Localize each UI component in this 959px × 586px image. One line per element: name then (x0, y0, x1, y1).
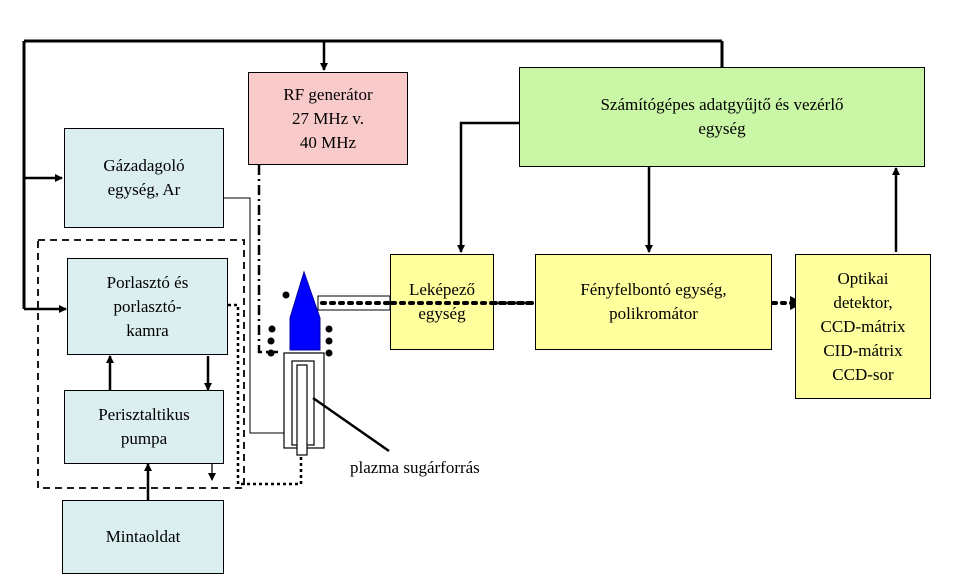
argon-gas-line (224, 197, 284, 434)
gas-supply-line-1: Gázadagoló (103, 156, 185, 175)
arrow-computer-to-imaging (457, 121, 519, 253)
rf-generator-line-2: 27 MHz v. (291, 108, 365, 128)
plasma-source-label: plazma sugárforrás (350, 458, 480, 477)
pump-line-2: pumpa (120, 429, 168, 448)
detector-line-2: detektor, (833, 292, 893, 312)
sample-solution-block: Mintaoldat (62, 500, 224, 574)
sample-label: Mintaoldat (105, 527, 181, 546)
dispersion-line-2: polikromátor (609, 304, 698, 323)
detector-line-4: CID-mátrix (823, 340, 903, 360)
sample-introduction-enclosure (37, 239, 245, 489)
computer-control-block: Számítógépes adatgyűjtő és vezérlő egysé… (519, 67, 925, 167)
dispersion-unit-block: Fényfelbontó egység, polikromátor (535, 254, 772, 350)
imaging-line-1: Leképező (408, 280, 476, 299)
nebulizer-line-2: porlasztó- (113, 296, 182, 316)
plasma-flame-icon (289, 270, 321, 351)
optical-detector-block: Optikai detektor, CCD-mátrix CID-mátrix … (795, 254, 931, 399)
detector-line-1: Optikai (837, 268, 889, 288)
rf-feed-line (257, 165, 278, 354)
nebulizer-line-3: kamra (126, 320, 169, 340)
imaging-unit-block: Leképező egység (390, 254, 494, 350)
plasma-source-pointer (312, 396, 390, 453)
detector-line-3: CCD-mátrix (820, 316, 906, 336)
computer-line-1: Számítógépes adatgyűjtő és vezérlő (600, 95, 844, 114)
detector-line-5: CCD-sor (832, 364, 894, 384)
control-bus (22, 39, 724, 309)
imaging-line-2: egység (418, 304, 466, 323)
induction-coil (267, 291, 333, 357)
rf-generator-line-1: RF generátor (283, 84, 373, 104)
peristaltic-pump-block: Perisztaltikus pumpa (64, 390, 224, 464)
aerosol-line (228, 303, 303, 486)
nebulizer-line-1: Porlasztó és (106, 272, 189, 292)
rf-generator-block: RF generátor 27 MHz v. 40 MHz (248, 72, 408, 165)
dispersion-line-1: Fényfelbontó egység, (580, 280, 727, 299)
gas-supply-block: Gázadagoló egység, Ar (64, 128, 224, 228)
gas-supply-line-2: egység, Ar (107, 180, 181, 199)
computer-line-2: egység (698, 119, 746, 138)
nebulizer-block: Porlasztó és porlasztó- kamra (67, 258, 228, 355)
pump-line-1: Perisztaltikus (98, 405, 190, 424)
plasma-torch (283, 270, 325, 456)
rf-generator-line-3: 40 MHz (299, 132, 357, 152)
